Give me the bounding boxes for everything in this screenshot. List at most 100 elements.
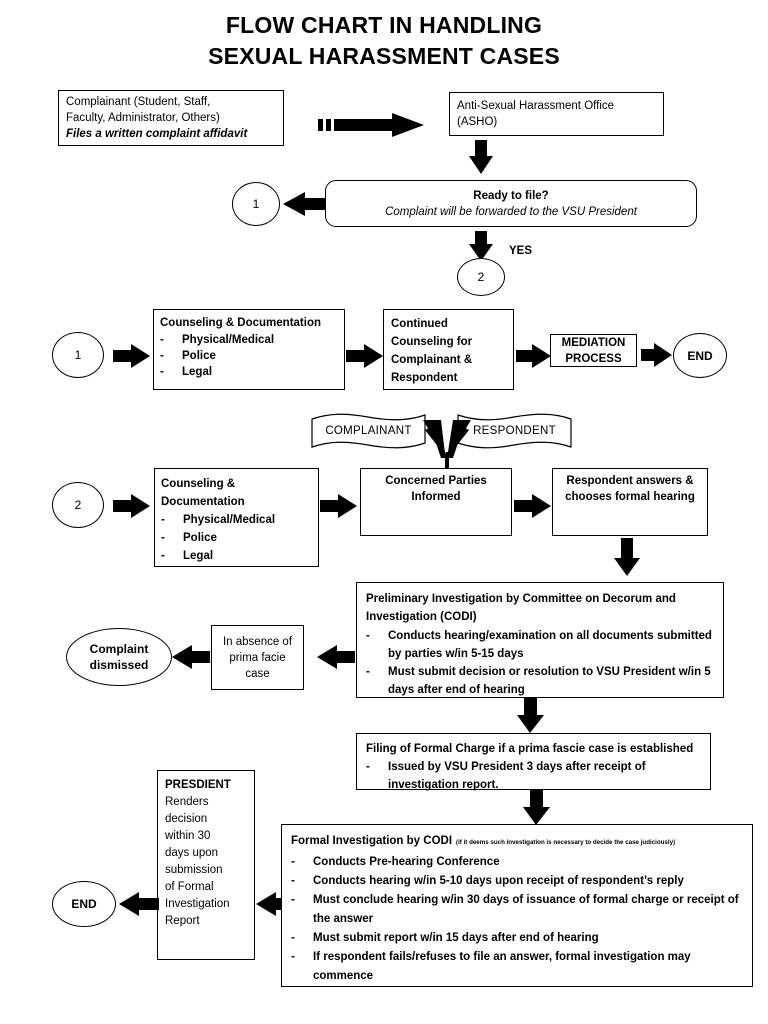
arrow-absence-to-dismissed	[170, 644, 210, 670]
concerned-line-2: Informed	[411, 491, 461, 503]
banner-respondent-label: RESPONDENT	[473, 425, 556, 437]
connector-2-top-label: 2	[477, 270, 485, 284]
page-title: FLOW CHART IN HANDLING SEXUAL HARASSMENT…	[0, 10, 768, 72]
bullet-dash: -	[161, 550, 165, 562]
list-item: -If respondent fails/refuses to file an …	[291, 948, 743, 986]
president-line-4: within 30	[165, 830, 211, 842]
bullet-dash: -	[160, 366, 164, 378]
preliminary-heading-line-2: Investigation (CODI)	[366, 611, 477, 623]
node-counseling-documentation-2[interactable]: Counseling & Documentation -Physical/Med…	[154, 468, 319, 567]
dismissed-line-1: Complaint	[89, 642, 149, 656]
bullet-dash: -	[291, 951, 295, 963]
connector-1-branch-label: 1	[74, 348, 82, 362]
counseling2-heading-line-1: Counseling &	[161, 478, 236, 490]
yes-label: YES	[509, 245, 533, 257]
absence-line-1: In absence of	[222, 635, 293, 648]
node-respondent-answers[interactable]: Respondent answers & chooses formal hear…	[552, 468, 708, 536]
connector-1-top-label: 1	[252, 197, 260, 211]
president-line-7: of Formal	[165, 881, 214, 893]
arrow-mediation-to-end-top	[641, 342, 673, 368]
president-line-2: Renders	[165, 796, 209, 808]
arrow-banners-converge	[417, 418, 477, 476]
president-line-3: decision	[165, 813, 208, 825]
node-filing-formal-charge[interactable]: Filing of Formal Charge if a prima fasci…	[356, 733, 711, 791]
bullet-dash: -	[366, 630, 370, 642]
list-item: -Physical/Medical	[160, 334, 275, 346]
bullet-dash: -	[291, 932, 295, 944]
president-line-5: days upon	[165, 847, 219, 859]
bullet-dash: -	[291, 856, 295, 868]
list-item: -Must submit decision or resolution to V…	[366, 663, 714, 699]
mediation-line-2: PROCESS	[565, 352, 622, 365]
counseling2-list: -Physical/Medical -Police -Legal	[161, 511, 312, 565]
node-continued-counseling[interactable]: Continued Counseling for Complainant & R…	[383, 309, 514, 390]
title-line-1: FLOW CHART IN HANDLING	[225, 12, 543, 38]
node-formal-investigation[interactable]: Formal Investigation by CODI(if it deems…	[281, 824, 753, 987]
arrow-preliminary-to-filing	[515, 698, 545, 734]
filing-heading: Filing of Formal Charge if a prima fasci…	[366, 743, 694, 755]
preliminary-list: -Conducts hearing/examination on all doc…	[366, 627, 714, 699]
node-complaint-dismissed[interactable]: Complaint dismissed	[66, 628, 172, 686]
list-item: -Must submit report w/in 15 days after e…	[291, 929, 743, 948]
list-item: -Legal	[161, 547, 312, 565]
node-end-top[interactable]: END	[673, 333, 727, 378]
complainant-line-1: Complainant (Student, Staff,	[66, 96, 211, 108]
arrow-ready-to-connector-2	[468, 231, 494, 263]
node-mediation-process[interactable]: MEDIATION PROCESS	[550, 334, 637, 367]
ready-to-file-heading: Ready to file?	[473, 189, 549, 202]
node-ready-to-file[interactable]: Ready to file? Complaint will be forward…	[325, 180, 697, 227]
arrow-concerned-to-respondent	[514, 493, 552, 519]
connector-1-branch[interactable]: 1	[52, 332, 104, 378]
node-absence-prima-facie[interactable]: In absence of prima facie case	[211, 625, 304, 690]
complainant-line-3: Files a written complaint affidavit	[66, 128, 248, 140]
continued-line-2: Counseling for	[391, 336, 473, 348]
connector-2-branch[interactable]: 2	[52, 482, 104, 528]
respondent-answers-line-1: Respondent answers &	[566, 475, 694, 487]
filing-list: -Issued by VSU President 3 days after re…	[366, 758, 701, 794]
arrow-counseling2-to-concerned	[320, 493, 358, 519]
formal-investigation-heading: Formal Investigation by CODI	[291, 835, 453, 847]
absence-line-2: prima facie	[229, 651, 286, 664]
bullet-dash: -	[291, 875, 295, 887]
arrow-complainant-to-asho	[318, 112, 428, 138]
arrow-president-to-end-bottom	[117, 891, 159, 917]
list-item: -Physical/Medical	[161, 511, 312, 529]
list-item: -Conducts hearing/examination on all doc…	[366, 627, 714, 663]
list-item: -Legal	[160, 366, 213, 378]
node-preliminary-investigation[interactable]: Preliminary Investigation by Committee o…	[356, 582, 724, 698]
absence-line-3: case	[245, 667, 270, 680]
dismissed-line-2: dismissed	[89, 658, 149, 672]
list-item: -Must conclude hearing w/in 30 days of i…	[291, 891, 743, 929]
preliminary-heading-line-1: Preliminary Investigation by Committee o…	[366, 593, 676, 605]
connector-1-top[interactable]: 1	[232, 182, 280, 226]
arrow-asho-to-ready	[468, 140, 494, 176]
arrow-preliminary-to-absence	[315, 644, 355, 670]
connector-2-top[interactable]: 2	[457, 258, 505, 296]
list-item: -Conducts hearing w/in 5-10 days upon re…	[291, 872, 743, 891]
node-counseling-documentation-1[interactable]: Counseling & Documentation -Physical/Med…	[153, 309, 345, 390]
arrow-connector2-to-counseling2	[113, 493, 151, 519]
arrow-respondent-to-preliminary	[613, 538, 641, 578]
president-line-8: Investigation	[165, 898, 230, 910]
list-item: -Police	[161, 529, 312, 547]
arrow-continued-to-mediation	[516, 343, 552, 369]
list-item: -Issued by VSU President 3 days after re…	[366, 758, 701, 794]
node-concerned-parties[interactable]: Concerned Parties Informed	[360, 468, 512, 536]
banner-complainant[interactable]: COMPLAINANT	[310, 412, 427, 450]
ready-to-file-subtext: Complaint will be forwarded to the VSU P…	[385, 205, 637, 218]
president-line-9: Report	[165, 915, 200, 927]
bullet-dash: -	[160, 350, 164, 362]
continued-line-4: Respondent	[391, 372, 458, 384]
node-asho[interactable]: Anti-Sexual Harassment Office (ASHO)	[449, 92, 664, 136]
node-complainant[interactable]: Complainant (Student, Staff, Faculty, Ad…	[58, 90, 284, 146]
banner-respondent[interactable]: RESPONDENT	[456, 412, 573, 450]
bullet-dash: -	[366, 666, 370, 678]
node-president[interactable]: PRESDIENT Renders decision within 30 day…	[157, 770, 255, 960]
arrow-ready-to-connector-1	[283, 191, 325, 217]
node-end-bottom[interactable]: END	[52, 881, 116, 927]
respondent-answers-line-2: chooses formal hearing	[565, 491, 695, 503]
counseling2-heading-line-2: Documentation	[161, 496, 245, 508]
bullet-dash: -	[291, 894, 295, 906]
end-bottom-label: END	[71, 897, 97, 911]
